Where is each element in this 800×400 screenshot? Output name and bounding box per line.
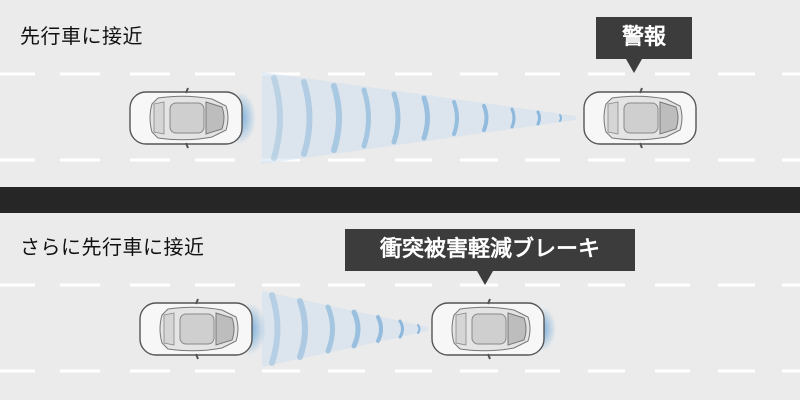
callout-pointer (477, 271, 493, 285)
road (0, 72, 800, 164)
alert-callout: 警報 (596, 17, 692, 73)
scene-label-approach: 先行車に接近 (20, 24, 143, 48)
panel-divider (0, 187, 800, 213)
scene-closer-approach: さらに先行車に接近 衝突被害軽減ブレーキ (0, 213, 800, 400)
preceding-car-icon (431, 298, 556, 360)
callout-pointer (626, 59, 642, 73)
own-car-icon (139, 298, 266, 360)
radar-wave-icon (262, 72, 576, 164)
preceding-car-icon (583, 87, 697, 149)
scene-approach: 先行車に接近 警報 (0, 0, 800, 187)
own-car-icon (129, 87, 256, 149)
alert-label: 警報 (621, 25, 666, 50)
brake-label: 衝突被害軽減ブレーキ (379, 237, 600, 262)
radar-wave-icon (262, 291, 428, 367)
road (0, 283, 800, 373)
brake-callout: 衝突被害軽減ブレーキ (345, 229, 635, 285)
scene-label-closer-approach: さらに先行車に接近 (20, 235, 205, 259)
